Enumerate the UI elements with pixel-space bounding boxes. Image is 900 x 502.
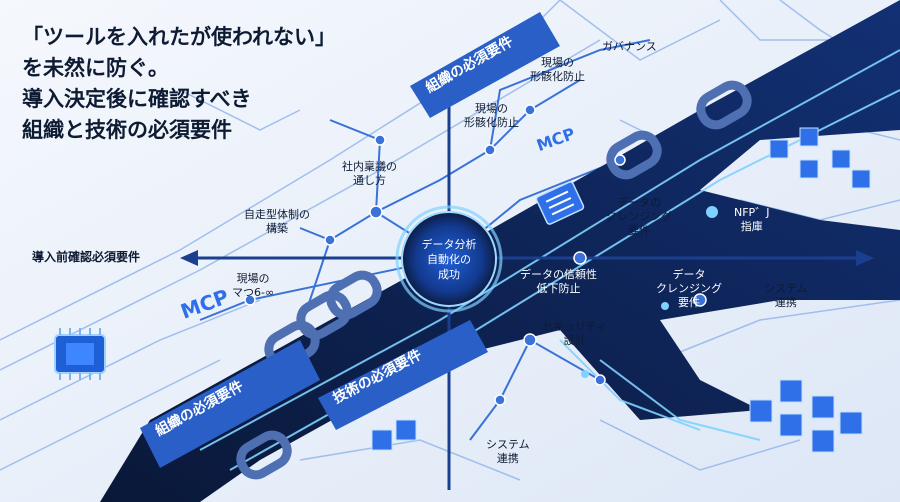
node-security-line2: 設計 xyxy=(563,334,586,347)
node-genba-low-line2: マつ6-∞ xyxy=(232,286,275,299)
chain-links xyxy=(236,80,752,480)
network-cubes xyxy=(371,127,871,453)
node-selfrun-line2: 構築 xyxy=(266,222,288,235)
glow-dots xyxy=(581,206,718,378)
title-line-3: 導入決定後に確認すべき xyxy=(22,87,252,111)
node-cleansing-mid: データ クレンジング 要件 xyxy=(656,268,722,310)
node-system-bottom-line2: 連携 xyxy=(496,452,519,465)
node-governance: ガバナンス xyxy=(602,40,657,54)
node-nfp-line2: 指庫 xyxy=(740,220,763,233)
band-tech xyxy=(318,320,488,430)
node-cleansing-top-line3: 要件 xyxy=(628,224,650,237)
title-line-1: 「ツールを入れたが使われない」 xyxy=(22,25,336,49)
hub-line-3: 成功 xyxy=(438,267,460,281)
node-cleansing-top: データの クレンジング 要件 xyxy=(606,196,672,238)
hub-line-1: データ分析 xyxy=(421,237,477,251)
node-system-bottom-line1: システム xyxy=(486,438,530,451)
node-reliability: データの信頼性 低下防止 xyxy=(520,268,597,296)
band-org-top xyxy=(410,12,560,118)
hub-line-2: 自動化の xyxy=(427,252,471,266)
node-nfp-line1: NFP゛J xyxy=(734,206,770,219)
node-genba-top: 現場の 形骸化防止 xyxy=(530,56,585,84)
pre-adoption-label: 導入前確認必須要件 xyxy=(32,250,141,264)
node-system-right: システム 連携 xyxy=(764,282,808,310)
node-security-line1: セキュリティ xyxy=(542,320,608,333)
node-dots xyxy=(244,104,707,406)
arrow-right-icon xyxy=(856,250,874,266)
node-reliability-line1: データの信頼性 xyxy=(520,268,597,281)
node-selfrun-line1: 自走型体制の xyxy=(244,208,310,221)
arrow-left-icon xyxy=(180,250,198,266)
node-genba-low: 現場の マつ6-∞ xyxy=(232,272,274,300)
node-governance-text: ガバナンス xyxy=(602,40,657,53)
node-genba-top-line2: 形骸化防止 xyxy=(530,70,585,83)
title-line-4: 組織と技術の必須要件 xyxy=(22,118,232,142)
node-nfp: NFP゛J 指庫 xyxy=(734,206,769,234)
page-title: 「ツールを入れたが使われない」 を未然に防ぐ。 導入決定後に確認すべき 組織と技… xyxy=(22,22,422,146)
chip-icon xyxy=(54,328,106,380)
node-genba-mid: 現場の 形骸化防止 xyxy=(464,102,519,130)
hub-glow-ring xyxy=(395,205,503,313)
node-genba-mid-line1: 現場の xyxy=(475,102,508,115)
node-system-right-line2: 連携 xyxy=(774,296,797,309)
node-cleansing-mid-line3: 要件 xyxy=(678,296,700,309)
node-security: セキュリティ 設計 xyxy=(542,320,607,348)
band-org-bottom xyxy=(140,340,320,468)
node-self-run: 自走型体制の 構築 xyxy=(244,208,310,236)
node-cleansing-mid-line1: データ xyxy=(672,268,706,281)
node-reliability-line2: 低下防止 xyxy=(536,282,581,295)
node-genba-top-line1: 現場の xyxy=(541,56,574,69)
hub-circle xyxy=(401,211,497,307)
node-genba-low-line1: 現場の xyxy=(236,272,270,285)
node-genba-mid-line2: 形骸化防止 xyxy=(464,116,519,129)
node-system-bottom: システム 連携 xyxy=(486,438,530,466)
node-cleansing-top-line1: データの xyxy=(617,196,661,209)
node-internal-approval: 社内稟議の 通し方 xyxy=(342,160,397,188)
node-cleansing-mid-line2: クレンジング xyxy=(656,282,722,295)
node-cleansing-top-line2: クレンジング xyxy=(606,210,672,223)
server-icon xyxy=(535,181,585,225)
title-line-2: を未然に防ぐ。 xyxy=(22,56,169,80)
node-internal-line2: 通し方 xyxy=(353,174,386,187)
node-system-right-line1: システム xyxy=(764,282,808,295)
hub-label: データ分析 自動化の 成功 xyxy=(402,212,496,306)
node-internal-line1: 社内稟議の xyxy=(342,160,397,173)
